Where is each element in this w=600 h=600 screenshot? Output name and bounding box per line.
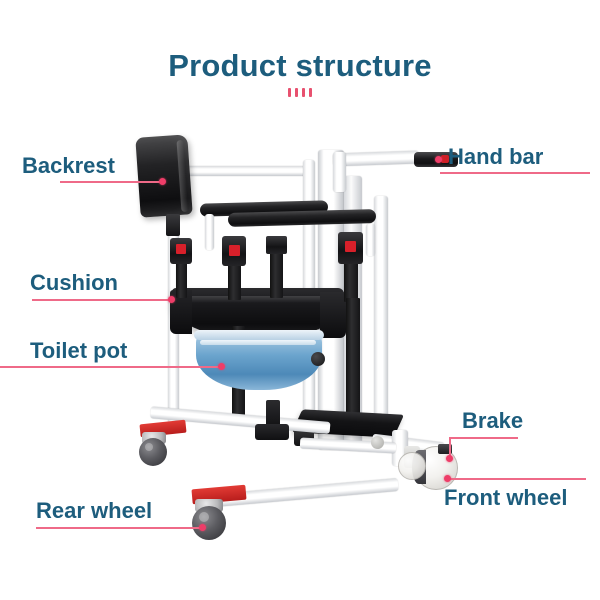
cushion-flap-right <box>320 292 346 338</box>
leader-line-brake-horizontal <box>449 437 518 439</box>
buckle-release-button <box>176 244 186 254</box>
seat-strap-right <box>344 262 358 302</box>
mast-foot-block <box>255 424 289 440</box>
seat-strap-mid-left <box>228 262 241 300</box>
seat-buckle-left <box>170 238 192 264</box>
label-hand-bar: Hand bar <box>448 144 544 169</box>
label-backrest: Backrest <box>22 153 115 178</box>
adjust-knob-upper <box>311 352 325 366</box>
divider-dash <box>288 88 291 97</box>
backrest-bracket <box>166 214 180 236</box>
rear-caster-wheel-upper <box>139 438 167 466</box>
seat-buckle-center <box>266 236 287 254</box>
label-rear-wheel: Rear wheel <box>36 498 153 523</box>
rear-caster-wheel-lower <box>192 506 226 540</box>
label-toilet-pot: Toilet pot <box>30 338 128 363</box>
adjust-knob-lower <box>371 436 384 449</box>
seat-strap-center <box>270 250 283 298</box>
label-cushion: Cushion <box>30 270 118 295</box>
hand-bar-grip-button <box>441 155 449 163</box>
rear-caster-wheel-lower-shine <box>199 512 209 522</box>
leader-dot-brake <box>446 455 453 462</box>
right-upright <box>374 196 388 428</box>
label-brake: Brake <box>462 408 524 433</box>
hand-bar-arm-elbow <box>333 152 346 192</box>
seat-buckle-mid-left <box>222 236 246 266</box>
leader-dot-toilet-pot <box>218 363 225 370</box>
brake-lever <box>438 444 452 454</box>
leader-dot-hand-bar <box>435 156 442 163</box>
seat-strap-left <box>176 258 187 298</box>
leader-line-rear-wheel <box>36 527 202 529</box>
divider-dash <box>309 88 312 97</box>
label-front-wheel: Front wheel <box>444 485 568 510</box>
armrest-post-right <box>366 224 375 256</box>
leader-line-hand-bar <box>440 172 590 174</box>
leader-line-toilet-pot <box>0 366 222 368</box>
toilet-pot-handle <box>200 340 316 345</box>
armrest-post-left <box>205 214 214 250</box>
rear-top-rail <box>168 166 313 176</box>
seat-buckle-right <box>338 232 363 264</box>
leader-dot-rear-wheel <box>199 524 206 531</box>
cushion-seat <box>172 288 344 338</box>
leader-dot-backrest <box>159 178 166 185</box>
page-title: Product structure <box>168 48 432 83</box>
divider-dash <box>295 88 298 97</box>
leader-line-brake-vertical <box>449 437 451 460</box>
divider-dash <box>302 88 305 97</box>
leader-dot-cushion <box>168 296 175 303</box>
leader-dot-front-wheel <box>444 475 451 482</box>
buckle-release-button <box>229 245 240 256</box>
toilet-pot-rim <box>194 330 324 340</box>
rear-caster-wheel-upper-shine <box>145 443 153 451</box>
leader-line-backrest <box>60 181 163 183</box>
buckle-release-button <box>345 241 356 252</box>
seat-strap-right-lower <box>346 298 360 422</box>
leader-line-cushion <box>32 299 172 301</box>
leader-line-front-wheel <box>448 478 586 480</box>
front-wheel-secondary <box>398 452 426 480</box>
cushion-front-edge <box>176 296 340 303</box>
title-divider-dashes <box>0 88 600 97</box>
cushion-flap-left <box>170 290 192 334</box>
